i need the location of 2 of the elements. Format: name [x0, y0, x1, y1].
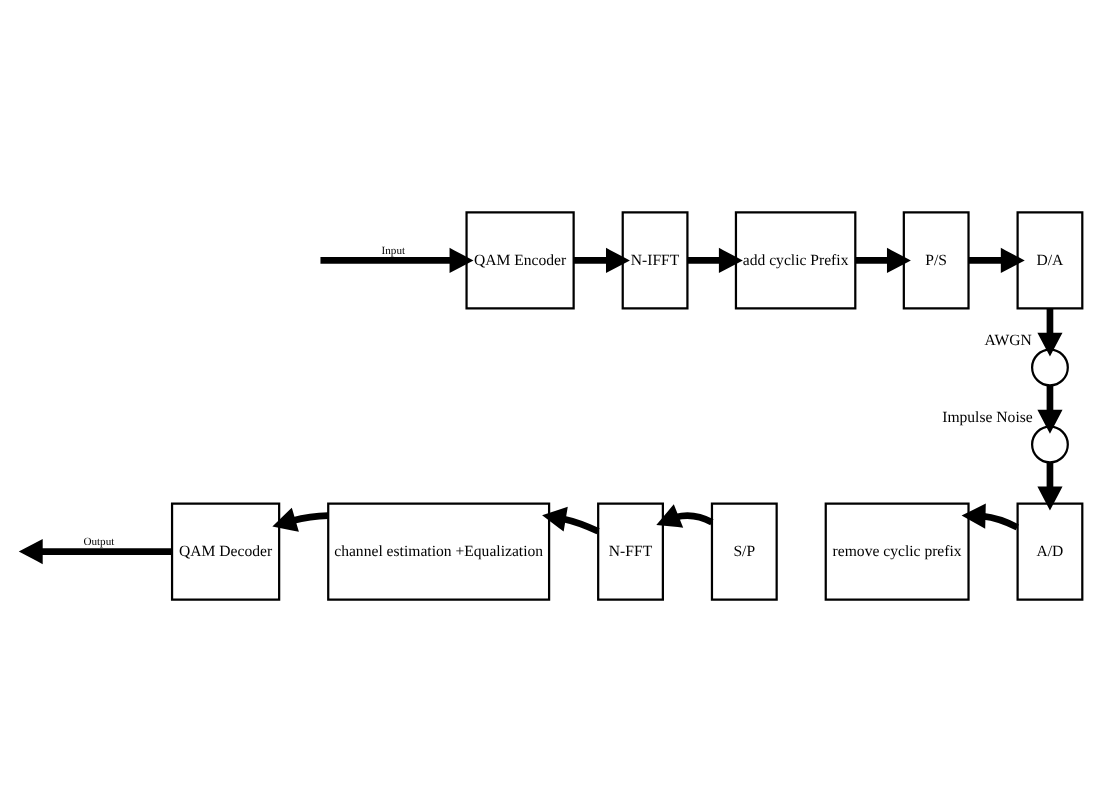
- node-label: AWGN: [984, 330, 1032, 349]
- node-label: Impulse Noise: [942, 407, 1033, 426]
